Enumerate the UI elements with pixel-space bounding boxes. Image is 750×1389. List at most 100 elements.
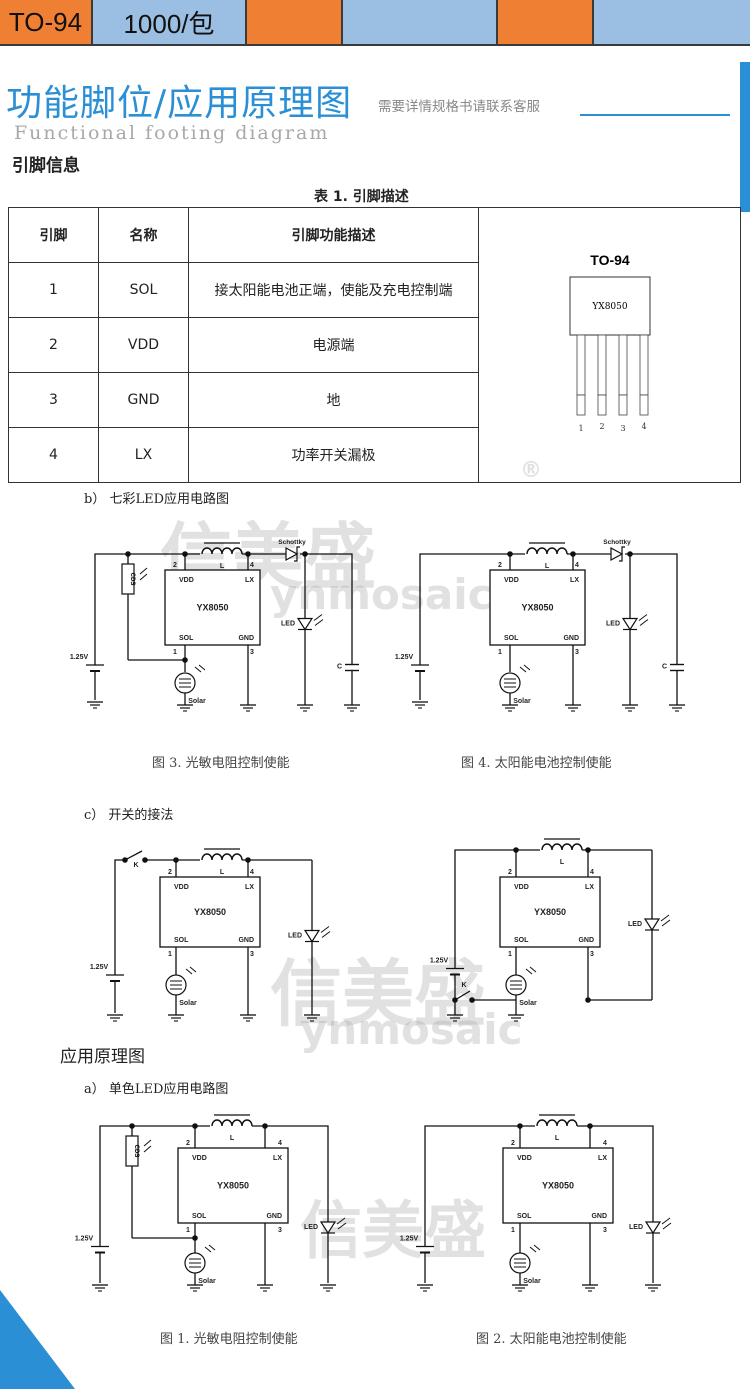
led-icon bbox=[319, 1221, 337, 1235]
pin-description: 接太阳能电池正端，使能及充电控制端 bbox=[188, 262, 479, 318]
chip-label: YX8050 bbox=[196, 603, 228, 613]
application-heading: 应用原理图 bbox=[60, 1047, 145, 1067]
inductor-label: L bbox=[220, 563, 225, 570]
battery-label: 1.25V bbox=[400, 1236, 419, 1243]
to94-package-drawing: TO-94 YX8050 1 2 3 4 bbox=[569, 252, 650, 433]
pin-gnd-label: GND bbox=[238, 635, 254, 642]
switch-icon bbox=[124, 850, 143, 861]
wire bbox=[577, 1125, 654, 1173]
solar-label: Solar bbox=[198, 1278, 216, 1285]
solar-label: Solar bbox=[513, 698, 531, 705]
pin-lx-label: LX bbox=[598, 1155, 607, 1162]
chip-body bbox=[177, 1147, 289, 1224]
pin-gnd-label: GND bbox=[563, 635, 579, 642]
pin-number: 4 bbox=[575, 562, 579, 569]
package-drawing-cell: TO-94 YX8050 1 2 3 4 bbox=[478, 207, 741, 483]
led-icon bbox=[644, 1221, 662, 1235]
package-pins bbox=[576, 334, 648, 416]
pin-number: 3 bbox=[603, 1227, 607, 1234]
pin-number: 1 bbox=[173, 649, 177, 656]
band-cell bbox=[594, 0, 750, 46]
fig3-caption: 图 3. 光敏电阻控制使能 bbox=[152, 756, 290, 771]
pin-gnd-label: GND bbox=[238, 937, 254, 944]
wire bbox=[419, 553, 525, 638]
fig1-caption: 图 1. 光敏电阻控制使能 bbox=[160, 1332, 298, 1347]
pin-number: 2 bbox=[508, 869, 512, 876]
led-label: LED bbox=[281, 621, 295, 628]
english-subtitle: Functional footing diagram bbox=[14, 122, 330, 144]
battery-label: 1.25V bbox=[75, 1236, 94, 1243]
pin-number: 1 bbox=[168, 951, 172, 958]
schottky-diode-icon bbox=[294, 546, 300, 562]
light-rays-icon bbox=[638, 614, 649, 626]
table-caption: 表 1. 引脚描述 bbox=[314, 189, 409, 205]
pin-number: 2 bbox=[168, 869, 172, 876]
light-rays-icon bbox=[143, 1139, 152, 1153]
chip-label: YX8050 bbox=[534, 907, 566, 917]
battery-label: 1.25V bbox=[430, 958, 449, 965]
led-icon bbox=[296, 617, 314, 631]
solar-label: Solar bbox=[519, 1000, 537, 1007]
inductor-icon bbox=[211, 1119, 253, 1127]
inductor-icon bbox=[201, 853, 243, 861]
led-label: LED bbox=[606, 621, 620, 628]
quantity-cell: 1000/包 bbox=[93, 0, 247, 46]
table-header-row: 引脚 名称 引脚功能描述 TO-94 YX8050 1 2 3 4 bbox=[8, 207, 741, 483]
pin-description: 地 bbox=[188, 372, 479, 428]
pin-sol-label: SOL bbox=[517, 1213, 532, 1220]
pin-sol-label: SOL bbox=[514, 937, 529, 944]
inductor-icon bbox=[536, 1119, 578, 1127]
pin-sol-label: SOL bbox=[174, 937, 189, 944]
pin-vdd-label: VDD bbox=[514, 884, 529, 891]
wire bbox=[252, 1125, 329, 1173]
pin-gnd-label: GND bbox=[591, 1213, 607, 1220]
junction-dot bbox=[585, 997, 591, 1003]
column-header: 名称 bbox=[98, 207, 189, 263]
light-rays-icon bbox=[313, 614, 324, 626]
pin-sol-label: SOL bbox=[504, 635, 519, 642]
package-pin-number: 2 bbox=[599, 422, 604, 431]
battery-label: 1.25V bbox=[395, 654, 414, 661]
schottky-diode-icon bbox=[610, 546, 624, 562]
package-pin-number: 1 bbox=[578, 424, 583, 433]
pin-number: 1 bbox=[186, 1227, 190, 1234]
led-label: LED bbox=[629, 1224, 643, 1231]
capacitor-label: C bbox=[337, 664, 342, 671]
pin-vdd-label: VDD bbox=[192, 1155, 207, 1162]
package-title: TO-94 bbox=[590, 252, 630, 268]
decorative-corner bbox=[0, 1290, 75, 1389]
chip-label: YX8050 bbox=[217, 1181, 249, 1191]
schottky-diode-icon bbox=[285, 546, 299, 562]
package-body bbox=[569, 276, 650, 336]
pin-number: 3 bbox=[250, 951, 254, 958]
pin-number: 4 bbox=[603, 1140, 607, 1147]
wire bbox=[424, 1125, 535, 1218]
chip-body bbox=[499, 876, 601, 948]
chip-body bbox=[164, 569, 261, 646]
battery-label: 1.25V bbox=[70, 654, 89, 661]
wire bbox=[587, 947, 652, 1001]
pin-number: 4 bbox=[8, 427, 99, 483]
pin-number: 4 bbox=[278, 1140, 282, 1147]
inductor-label: L bbox=[220, 869, 225, 876]
inductor-icon bbox=[526, 547, 568, 555]
light-rays-icon bbox=[660, 914, 671, 927]
quantity-label: 1000/包 bbox=[123, 8, 215, 39]
package-chip-label: YX8050 bbox=[591, 302, 628, 312]
pin-vdd-label: VDD bbox=[517, 1155, 532, 1162]
table-row: 4 LX 功率开关漏极 bbox=[8, 427, 741, 483]
pin-info-heading: 引脚信息 bbox=[12, 156, 80, 176]
wire bbox=[114, 859, 125, 945]
package-pin-number: 3 bbox=[620, 424, 625, 433]
pin-number: 4 bbox=[590, 869, 594, 876]
led-label: LED bbox=[288, 933, 302, 940]
pin-number: 2 bbox=[186, 1140, 190, 1147]
pin-vdd-label: VDD bbox=[179, 577, 194, 584]
chip-label: YX8050 bbox=[521, 603, 553, 613]
pin-name: GND bbox=[98, 372, 189, 428]
schottky-label: Schottky bbox=[278, 539, 306, 546]
switch-label: K bbox=[461, 982, 466, 989]
junction-dot bbox=[122, 857, 128, 863]
wire bbox=[454, 849, 540, 945]
